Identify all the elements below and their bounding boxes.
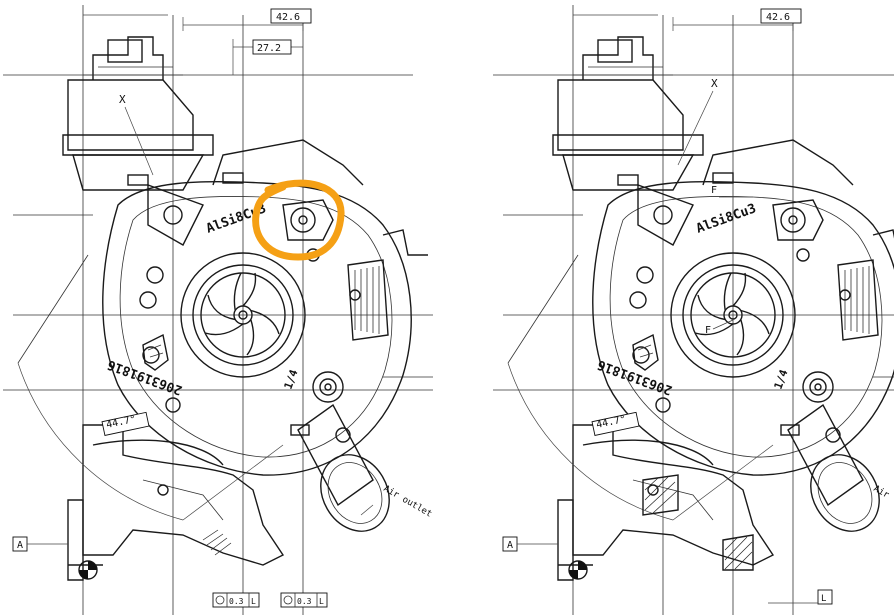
view-mark-x: X <box>119 93 126 106</box>
dim-top-label: 42.6 <box>276 12 300 23</box>
dim-inner-label: 27.2 <box>257 43 281 54</box>
section-hatch <box>202 529 232 556</box>
fraction-mark-right: 1/4 <box>772 368 791 391</box>
dim-box-top-right <box>760 8 802 24</box>
tolerance-ref-box-right <box>817 589 833 605</box>
dim-top-label-right: 42.6 <box>766 12 790 23</box>
tolerance-1-value: 0.3 <box>229 597 244 606</box>
angle-box-right <box>591 411 640 436</box>
tolerance-1-ref: L <box>251 597 256 606</box>
tolerance-frame-1: 0.3 L <box>212 592 260 608</box>
dim-box-inner <box>252 39 292 55</box>
view-mark-x-right: X <box>711 77 718 90</box>
right-view: 42.6 X AlSi8Cu3 2063191816 1/4 F F 44.7°… <box>492 4 894 616</box>
left-view: 42.6 27.2 X AlSi8Cu3 2063191816 1/4 44.7… <box>2 4 434 616</box>
flow-mark-1: F <box>711 185 717 196</box>
flow-mark-2: F <box>705 325 711 336</box>
fraction-mark: 1/4 <box>282 368 301 391</box>
highlight-circle <box>252 179 345 261</box>
tolerance-2-ref: L <box>319 597 324 606</box>
datum-label: A <box>17 540 23 551</box>
tolerance-2-value: 0.3 <box>297 597 312 606</box>
section-hatch-right <box>642 474 754 571</box>
material-label-right: AlSi8Cu3 <box>694 201 758 237</box>
air-label-right: Air <box>872 484 892 501</box>
dim-box-top <box>270 8 312 24</box>
tolerance-frame-2: 0.3 L <box>280 592 328 608</box>
datum-label-right: A <box>507 540 513 551</box>
tolerance-ref-right: L <box>821 594 826 604</box>
angle-box <box>101 411 150 436</box>
